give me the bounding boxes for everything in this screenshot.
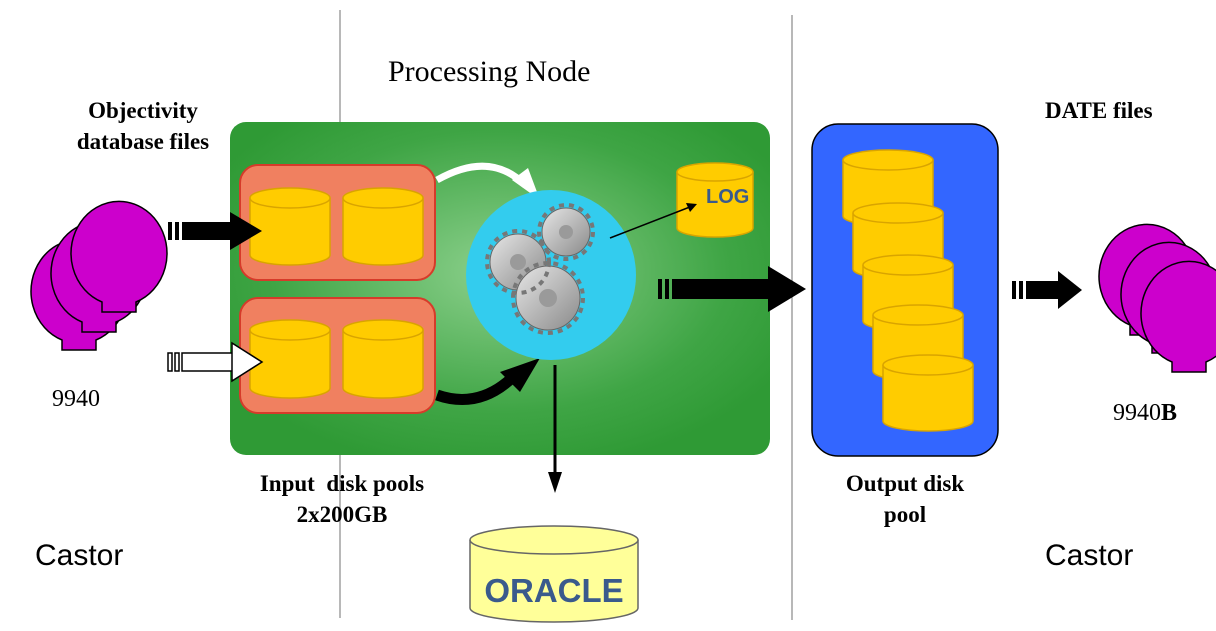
disk-cylinder-icon <box>249 187 331 266</box>
tape-model-left: 9940 <box>52 386 100 412</box>
input-pools-label-line2: 2x200GB <box>296 502 388 527</box>
tape-model-right-prefix: 9940 <box>1113 400 1161 426</box>
processing-node-label: Processing Node <box>388 55 591 88</box>
oracle-label: ORACLE <box>484 572 624 609</box>
arrow-icon <box>168 212 262 250</box>
gears-icon <box>466 190 636 360</box>
arrow-icon <box>658 266 806 312</box>
output-disk-pool <box>811 123 999 457</box>
log-label: LOG <box>706 186 750 208</box>
date-files-label: DATE files <box>1045 98 1153 123</box>
arrow-icon <box>167 341 264 383</box>
objectivity-label-line1: Objectivity <box>88 98 198 123</box>
input-pools-label: Input disk pools 2x200GB <box>222 468 462 530</box>
database-icon <box>469 525 639 623</box>
disk-cylinder-icon <box>342 187 424 266</box>
input-disk-pool-top <box>239 164 436 281</box>
arrow-icon <box>1012 271 1082 309</box>
tape-reel-icon <box>70 200 168 313</box>
log-connector <box>609 204 696 239</box>
tape-reel-icon <box>1140 260 1216 373</box>
tape-model-right: 9940B <box>1113 400 1177 427</box>
output-pool-label: Output disk pool <box>815 468 995 530</box>
disk-cylinder-icon <box>249 319 331 399</box>
log-cylinder-icon <box>676 162 754 238</box>
objectivity-label-line2: database files <box>76 129 210 154</box>
arrow-icon <box>548 472 562 493</box>
objectivity-label: Objectivity database files <box>58 95 228 157</box>
castor-left-label: Castor <box>35 539 124 572</box>
arrow-icon <box>686 203 697 212</box>
input-disk-pool-bottom <box>239 297 436 414</box>
arrow-icon <box>500 358 540 392</box>
output-pool-label-line1: Output disk <box>845 471 965 496</box>
disk-cylinder-icon <box>882 354 974 432</box>
castor-right-label: Castor <box>1045 539 1134 572</box>
curved-arrow-icon <box>435 371 519 405</box>
output-pool-label-line2: pool <box>883 502 927 527</box>
tape-model-right-suffix: B <box>1161 400 1178 426</box>
input-pools-label-line1: Input disk pools <box>259 471 425 496</box>
disk-cylinder-icon <box>342 319 424 399</box>
